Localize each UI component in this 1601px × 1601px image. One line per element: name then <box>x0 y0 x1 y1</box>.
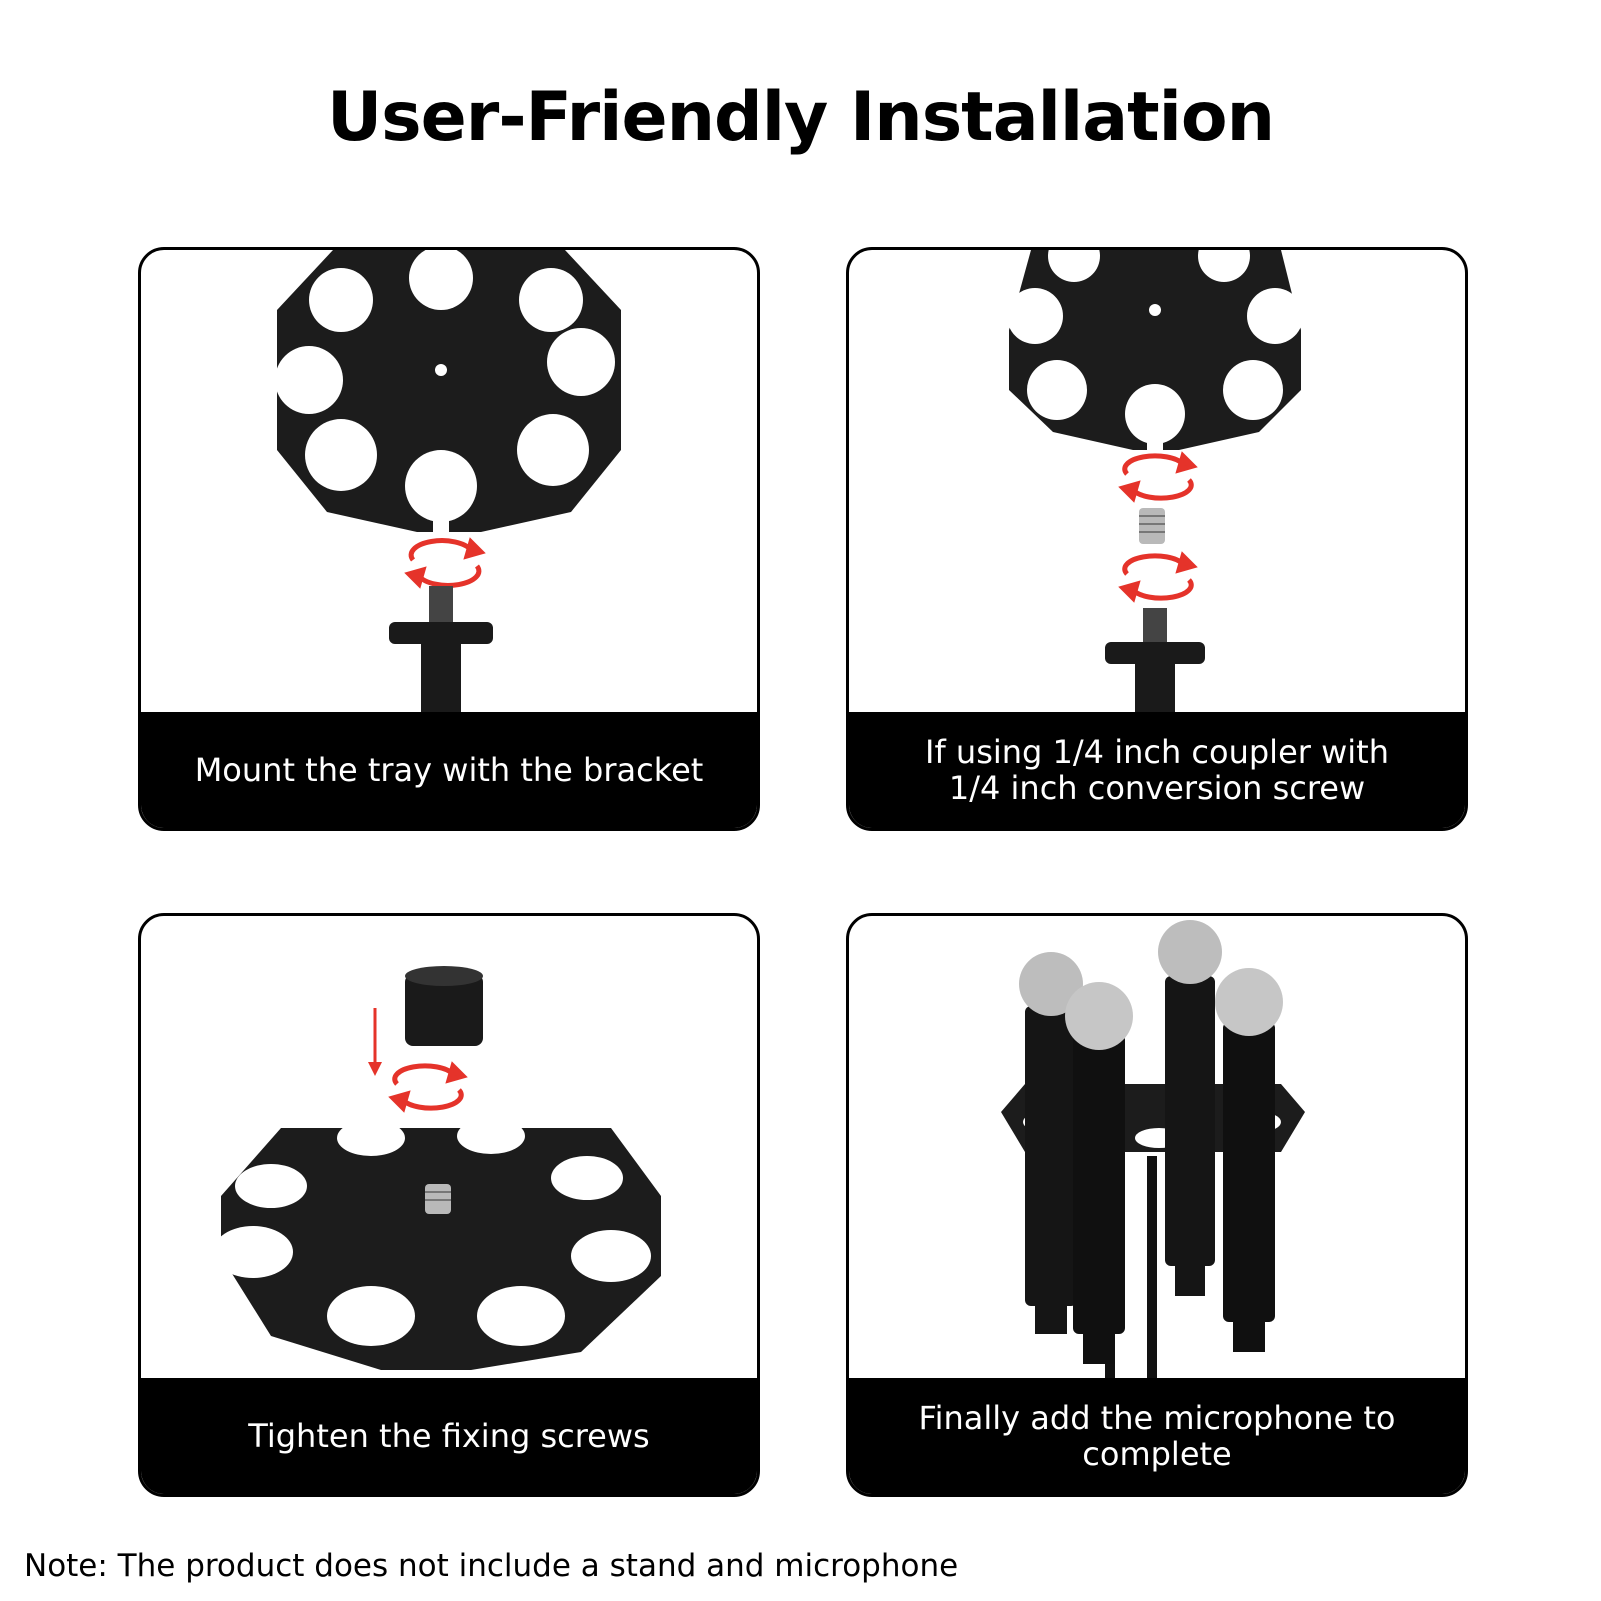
page-title: User-Friendly Installation <box>326 78 1275 157</box>
rotate-arrows-icon <box>388 1061 468 1113</box>
coupler-screw-icon <box>425 1184 451 1214</box>
rotate-arrows-icon <box>1118 451 1198 503</box>
step-caption-2: If using 1/4 inch coupler with 1/4 inch … <box>849 712 1465 828</box>
coupler-illustration <box>1007 250 1303 712</box>
tray-icon <box>275 250 621 536</box>
step-card-coupler: If using 1/4 inch coupler with 1/4 inch … <box>846 247 1468 831</box>
step-caption-4: Finally add the microphone to complete <box>849 1378 1465 1494</box>
lock-nut-icon <box>405 966 483 1046</box>
microphone-icon <box>1215 968 1283 1352</box>
step-caption-3: Tighten the fixing screws <box>141 1378 757 1494</box>
step-card-mount: Mount the tray with the bracket <box>138 247 760 831</box>
mount-illustration <box>275 250 621 712</box>
rotate-arrows-icon <box>404 537 486 589</box>
rotate-arrows-icon <box>1118 551 1198 603</box>
stand-screw-icon <box>1105 608 1205 712</box>
stand-screw-icon <box>389 586 493 712</box>
microphone-icon <box>1158 920 1222 1296</box>
step-caption-1: Mount the tray with the bracket <box>141 712 757 828</box>
coupler-screw-icon <box>1139 508 1165 544</box>
microphone-icon <box>1019 952 1083 1334</box>
tray-icon <box>213 1118 661 1370</box>
microphone-icon <box>1065 982 1133 1364</box>
step-card-tighten: Tighten the fixing screws <box>138 913 760 1497</box>
tighten-illustration <box>213 966 661 1370</box>
complete-illustration <box>1001 920 1305 1378</box>
step-card-complete: Finally add the microphone to complete <box>846 913 1468 1497</box>
disclaimer-note: Note: The product does not include a sta… <box>24 1548 959 1584</box>
tray-icon <box>1007 250 1303 454</box>
down-arrow-icon <box>368 1008 382 1076</box>
